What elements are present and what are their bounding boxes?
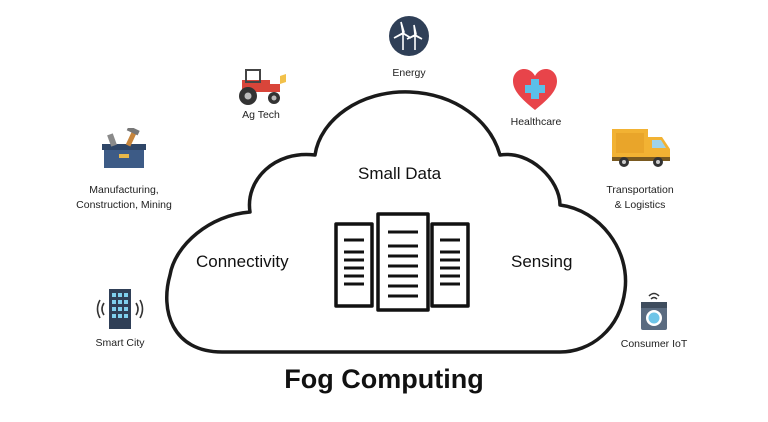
manufacturing-label: Manufacturing, Construction, Mining [76, 184, 172, 211]
wind-turbine-icon [389, 16, 429, 56]
heart-plus-icon [513, 69, 557, 110]
transportation-label: Transportation & Logistics [606, 184, 674, 211]
toolbox-icon [102, 128, 146, 168]
consumeriot-label: Consumer IoT [620, 338, 688, 350]
healthcare-label: Healthcare [510, 116, 562, 128]
truck-icon [612, 129, 670, 167]
energy-label: Energy [392, 67, 426, 79]
smart-building-icon [96, 289, 144, 329]
diagram-title: Fog Computing [284, 364, 484, 394]
server-rack-icon [334, 212, 470, 312]
tractor-icon [239, 69, 286, 105]
cloud-label-small-data: Small Data [358, 164, 442, 183]
cloud-label-sensing: Sensing [511, 252, 573, 271]
washing-machine-icon [641, 292, 667, 330]
cloud-label-connectivity: Connectivity [196, 252, 289, 271]
agtech-label: Ag Tech [242, 109, 280, 121]
smartcity-label: Smart City [95, 337, 145, 349]
